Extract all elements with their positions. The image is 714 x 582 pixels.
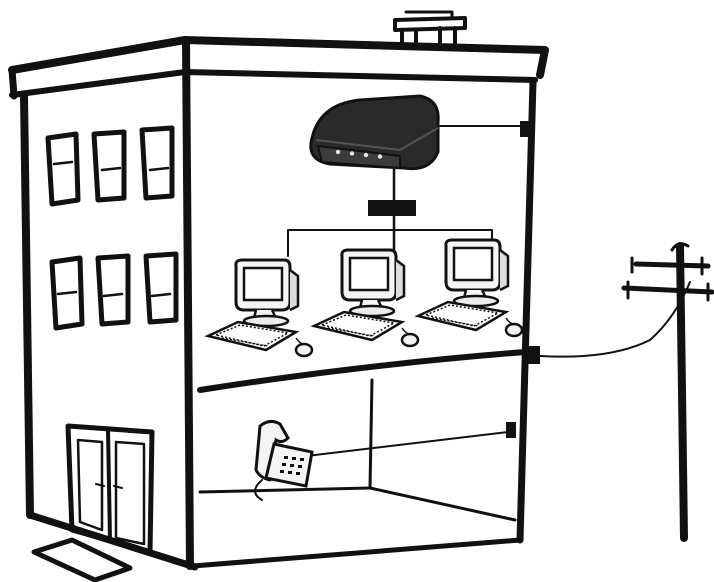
desktop-computer-icon xyxy=(314,250,418,346)
wall-jack-top xyxy=(520,121,530,137)
window xyxy=(146,254,176,322)
utility-pole-icon xyxy=(624,244,712,538)
window xyxy=(94,132,124,200)
desktop-computer-icon xyxy=(208,260,312,356)
doormat xyxy=(34,540,130,580)
window-grid xyxy=(48,128,176,328)
wall-jack-low xyxy=(506,422,516,438)
window xyxy=(52,258,82,328)
dsl-modem-icon xyxy=(311,96,438,169)
window xyxy=(142,128,172,198)
telephone-icon xyxy=(256,421,312,486)
desktop-computer-icon xyxy=(418,240,522,336)
chimney xyxy=(395,12,465,46)
front-door xyxy=(68,426,152,552)
wall-jack-mid xyxy=(528,346,540,364)
window xyxy=(98,256,128,324)
window xyxy=(48,134,78,204)
network-hub-icon xyxy=(368,200,416,216)
